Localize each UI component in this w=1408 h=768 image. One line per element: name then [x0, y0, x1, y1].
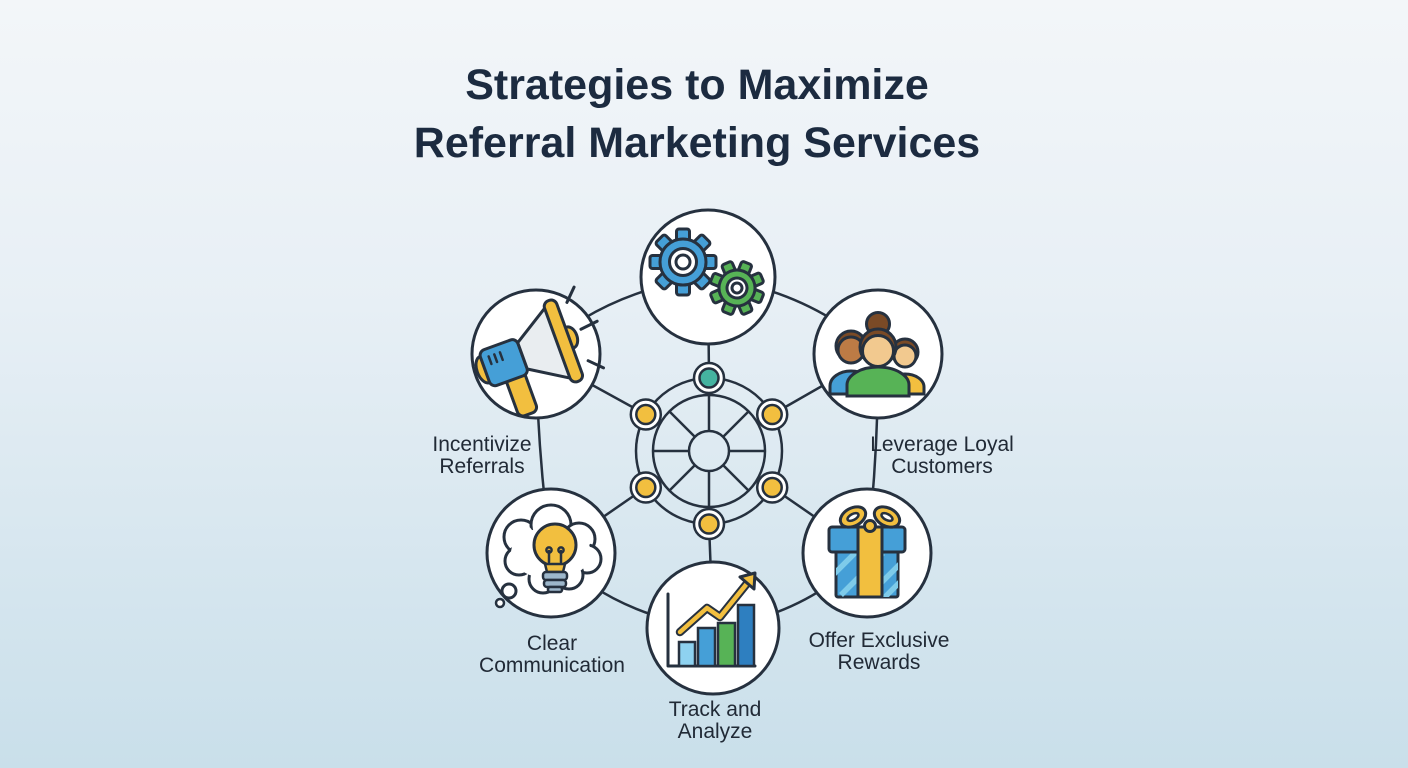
label-clear-communication: Clear Communication — [479, 632, 625, 677]
wheel-spokes — [653, 395, 765, 507]
wheel-hub — [687, 429, 731, 473]
gift-icon — [827, 505, 907, 599]
wheel-node-lower-left — [629, 471, 663, 504]
node-offer-exclusive-rewards — [801, 487, 933, 619]
page-title-line1: Strategies to Maximize — [465, 61, 929, 109]
chart-bar-4 — [736, 603, 756, 668]
thought-bubble-small — [494, 597, 506, 609]
node-clear-communication — [485, 487, 617, 619]
wheel-node-lower-right — [755, 471, 789, 504]
customers-icon — [828, 311, 926, 398]
node-process-gears — [639, 208, 777, 346]
gift-ribbon — [856, 525, 884, 599]
label-track-and-analyze: Track and Analyze — [668, 698, 762, 743]
bow-knot — [863, 519, 877, 533]
chart-bar-3 — [716, 621, 737, 668]
wheel-node-bottom — [692, 507, 726, 541]
gears-icon — [648, 227, 765, 316]
arrow-head — [738, 571, 757, 591]
wheel-node-upper-right — [755, 398, 789, 431]
referral-network-wheel — [629, 361, 789, 541]
node-leverage-loyal-customers — [812, 288, 944, 420]
lightbulb — [532, 522, 578, 594]
node-track-and-analyze — [645, 560, 781, 696]
thought-bubble-large — [500, 582, 518, 600]
person-center — [845, 311, 911, 398]
megaphone-body-marks — [487, 351, 504, 366]
megaphone-icon — [474, 285, 605, 418]
growth-chart-icon — [666, 571, 757, 668]
trend-arrow — [675, 571, 757, 637]
ring-connector-lines — [534, 275, 880, 630]
gear-blue — [648, 227, 718, 297]
gear-green — [709, 260, 765, 316]
page-title: Strategies to Maximize Referral Marketin… — [414, 56, 980, 172]
idea-lightbulb-icon — [494, 503, 603, 609]
gift-bow — [838, 505, 902, 533]
label-leverage-loyal-customers: Leverage Loyal Customers — [870, 433, 1014, 478]
chart-bar-1 — [677, 640, 697, 668]
wheel-node-top — [692, 361, 726, 395]
bulb-tip — [546, 585, 564, 594]
label-offer-exclusive-rewards: Offer Exclusive Rewards — [808, 629, 950, 674]
label-incentivize-referrals: Incentivize Referrals — [432, 433, 532, 478]
chart-bar-2 — [696, 626, 717, 668]
megaphone-rim — [542, 298, 585, 384]
page-title-line2: Referral Marketing Services — [413, 119, 981, 167]
bulb-globe — [532, 522, 578, 568]
node-incentivize-referrals — [470, 285, 605, 420]
sound-lines — [565, 285, 605, 370]
wheel-node-upper-left — [629, 398, 663, 431]
